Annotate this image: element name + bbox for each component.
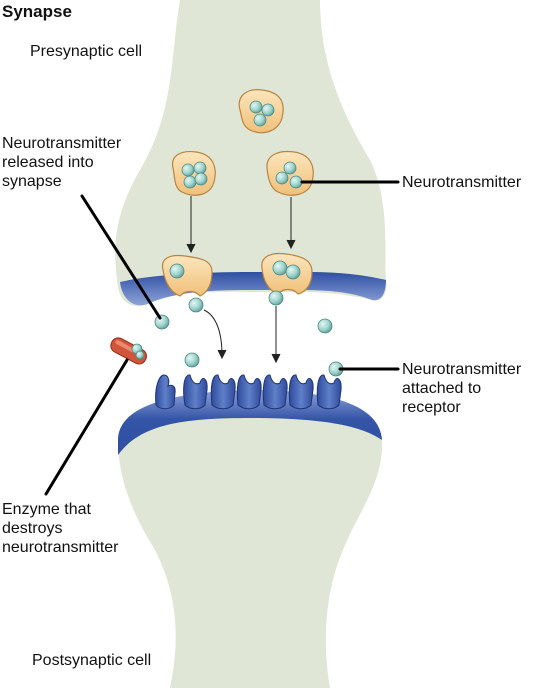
receptor — [236, 374, 262, 410]
postsynaptic-cell — [118, 390, 383, 688]
label-neurotransmitter: Neurotransmitter — [402, 174, 522, 191]
postsynaptic-membrane — [118, 390, 382, 455]
presynaptic-terminal — [115, 0, 387, 307]
docked-vesicle — [161, 254, 213, 297]
neurotransmitter-molecule — [317, 318, 333, 334]
receptor — [155, 374, 176, 410]
leader-lines — [44, 180, 400, 496]
receptors — [155, 374, 342, 410]
neurotransmitter-molecules — [154, 290, 344, 377]
label-postsynaptic-cell: Postsynaptic cell — [32, 652, 152, 669]
receptor — [262, 374, 288, 410]
presynaptic-membrane — [120, 272, 386, 306]
enzyme-bound-molecule — [135, 350, 145, 360]
receptor — [183, 374, 208, 410]
vesicle — [171, 150, 216, 196]
receptor — [316, 374, 342, 410]
neurotransmitter-molecule — [184, 352, 200, 368]
receptor — [288, 374, 314, 410]
docked-vesicle — [261, 252, 313, 295]
receptor — [210, 374, 236, 410]
label-neurotransmitter-attached: Neurotransmitter attached to receptor — [402, 361, 522, 416]
label-presynaptic-cell: Presynaptic cell — [30, 43, 143, 60]
neurotransmitter-molecule — [188, 297, 204, 313]
arrows — [186, 196, 296, 364]
label-neurotransmitter-released: Neurotransmitter released into synapse — [2, 135, 122, 190]
neurotransmitter-molecule — [268, 290, 284, 306]
diagram-title: Synapse — [2, 2, 72, 21]
neurotransmitter-molecule — [154, 314, 170, 330]
vesicle — [238, 89, 284, 134]
label-enzyme: Enzyme that destroys neurotransmitter — [2, 501, 119, 556]
vesicle — [266, 150, 314, 196]
enzyme — [110, 337, 147, 365]
